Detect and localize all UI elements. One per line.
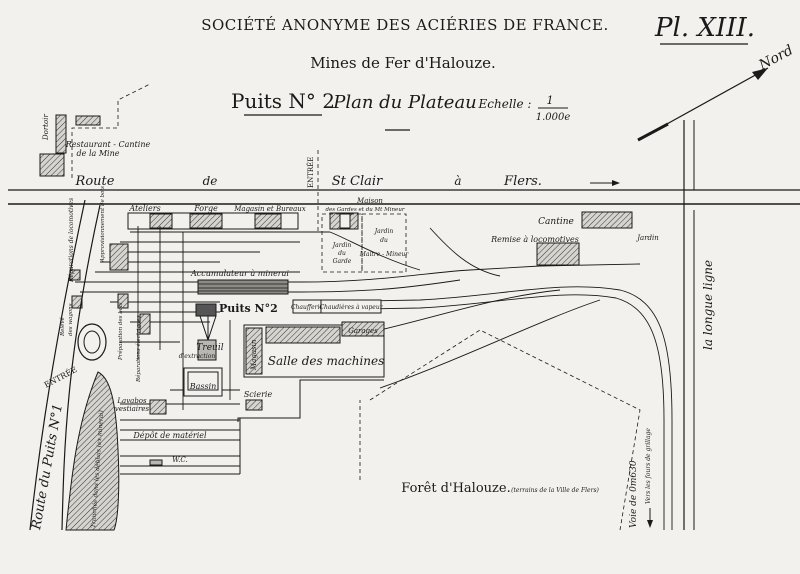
bassin-label: Bassin xyxy=(189,382,217,391)
lavabos-building xyxy=(149,399,167,415)
route-puits1-edge-a xyxy=(29,199,86,531)
pit-title: Puits N° 2 xyxy=(231,89,335,113)
route-puits1-edge-b xyxy=(61,204,101,531)
bassin-inner xyxy=(187,371,219,391)
garages-label: Garages xyxy=(348,327,378,335)
north-label: Nord xyxy=(755,42,796,74)
foret-sub-label: (terrains de la Ville de Flers) xyxy=(511,487,599,494)
restaurant-label: Restaurant - Cantine xyxy=(65,140,151,149)
scale-numerator: 1 xyxy=(547,94,554,107)
scale-denominator: 1.000e xyxy=(536,112,571,123)
wc-label: W.C. xyxy=(172,456,188,464)
voie-direction-arrow xyxy=(647,508,653,528)
jardin-garde-line2: du xyxy=(338,250,346,257)
foret-label: Forêt d'Halouze. xyxy=(401,481,510,496)
dortoir-building xyxy=(55,114,67,154)
accumulateur-label: Accumulateur à minerai xyxy=(190,269,289,278)
jardin-maitre-line3: Maître - Mineur xyxy=(359,251,410,258)
plate-number: Pl. XIII. xyxy=(654,13,755,43)
approvisionnement-label: Approvisionnement de bois xyxy=(100,186,106,263)
treuil-label: Treuil xyxy=(196,343,223,353)
scierie-building xyxy=(245,399,263,411)
entree-top-label: ENTRÉE xyxy=(306,157,315,188)
chaufferie-label: Chaufferie xyxy=(291,304,323,311)
voie-label: Voie de 0m630 xyxy=(629,460,639,528)
puits-headframe xyxy=(195,303,217,317)
puits-n2-label: Puits N°2 xyxy=(219,302,278,315)
jardin-maitre-line2: du xyxy=(380,237,388,244)
magasin-vertical-label: Magasin xyxy=(250,339,258,371)
road-label-a: à xyxy=(454,174,461,188)
treuil-block xyxy=(197,339,217,361)
magasin-block xyxy=(254,213,282,229)
releve-label-1: Relevé xyxy=(59,316,66,337)
salle-machines-hatched-top xyxy=(265,326,341,344)
remise-loco-label: Remise à locomotives xyxy=(490,235,579,244)
releve-label-2: des wagons xyxy=(68,303,74,336)
road-direction-arrow xyxy=(590,180,620,186)
site-boundary-dashed-top xyxy=(71,83,151,178)
lavabos-label: Lavabos xyxy=(116,397,147,405)
chaudieres-building xyxy=(320,299,382,314)
accumulateur-hatching xyxy=(198,283,288,292)
longue-ligne-label: la longue ligne xyxy=(701,260,715,350)
reparation-loco-building xyxy=(109,243,129,271)
cantine-label: Cantine xyxy=(538,217,574,227)
company-title: SOCIÉTÉ ANONYME DES ACIÉRIES DE FRANCE. xyxy=(201,16,609,34)
dortoir-label: Dortoir xyxy=(42,114,50,141)
plan-title: Plan du Plateau xyxy=(332,92,477,113)
side-building-3 xyxy=(139,313,151,335)
jardin-maitre-plot xyxy=(361,213,407,273)
maison-sub-label: des Gardes et du Mt Mineur xyxy=(326,207,405,213)
north-arrow: Nord xyxy=(637,42,796,142)
preparation-label: Préparation des bois xyxy=(117,302,124,361)
vestiaires-label: vestiaires xyxy=(115,405,150,413)
road-label-stclair: St Clair xyxy=(332,174,383,189)
magasin-bureaux-label: Magasin et Bureaux xyxy=(233,205,306,213)
forge-block xyxy=(189,213,223,229)
voie-sub-label: Vers les fours de grillage xyxy=(645,428,652,504)
depot-label: Dépôt de matériel xyxy=(132,431,207,440)
pond-inner xyxy=(83,330,101,354)
maison-annex xyxy=(339,213,351,229)
restaurant-building xyxy=(75,115,101,126)
cantine-building xyxy=(581,211,633,229)
restaurant-annex xyxy=(39,153,65,177)
tranchee-outline xyxy=(65,371,120,531)
site-enclosure xyxy=(237,379,384,422)
scierie-label: Scierie xyxy=(244,390,273,399)
treuil-sub-label: d'extraction xyxy=(179,353,216,360)
ateliers-label: Ateliers xyxy=(128,204,160,213)
de-la-mine-label: de la Mine xyxy=(77,149,120,158)
route-puits1-label: Route du Puits N°1 xyxy=(29,403,66,532)
reparation-loco-label: Réparations de locomotives xyxy=(68,198,75,283)
entree-left-label: ENTRÉE xyxy=(43,365,79,390)
jardin-maitre-line1: Jardin xyxy=(373,228,394,235)
reparations-elec-label: Réparations électriques xyxy=(135,315,142,383)
chaudieres-label: Chaudières à vapeur xyxy=(319,304,383,311)
remise-loco-building xyxy=(536,242,580,266)
pond-outer xyxy=(77,323,107,361)
jardin-garde-line3: Garde xyxy=(333,258,352,265)
mine-title: Mines de Fer d'Halouze. xyxy=(310,54,496,72)
forest-boundary-dashed xyxy=(369,329,641,531)
atelier-block xyxy=(149,213,173,229)
salle-machines-label: Salle des machines xyxy=(268,354,385,368)
side-building-1 xyxy=(71,295,83,309)
forge-label: Forge xyxy=(193,204,218,213)
maison-label: Maison xyxy=(356,197,383,205)
accumulateur-structure xyxy=(197,279,289,295)
wc-building xyxy=(149,459,163,466)
magasin-vertical-building xyxy=(245,327,263,375)
scale-label: Echelle : xyxy=(478,97,532,111)
jardin-right-label: Jardin xyxy=(635,234,659,242)
jardin-garde-line1: Jardin xyxy=(331,242,352,249)
side-building-2 xyxy=(117,293,129,309)
garages-building xyxy=(341,321,385,337)
road-label-de: de xyxy=(203,174,218,188)
railway-tracks xyxy=(75,226,673,530)
road-label-flers: Flers. xyxy=(503,174,542,189)
road-label-route: Route xyxy=(75,174,115,189)
